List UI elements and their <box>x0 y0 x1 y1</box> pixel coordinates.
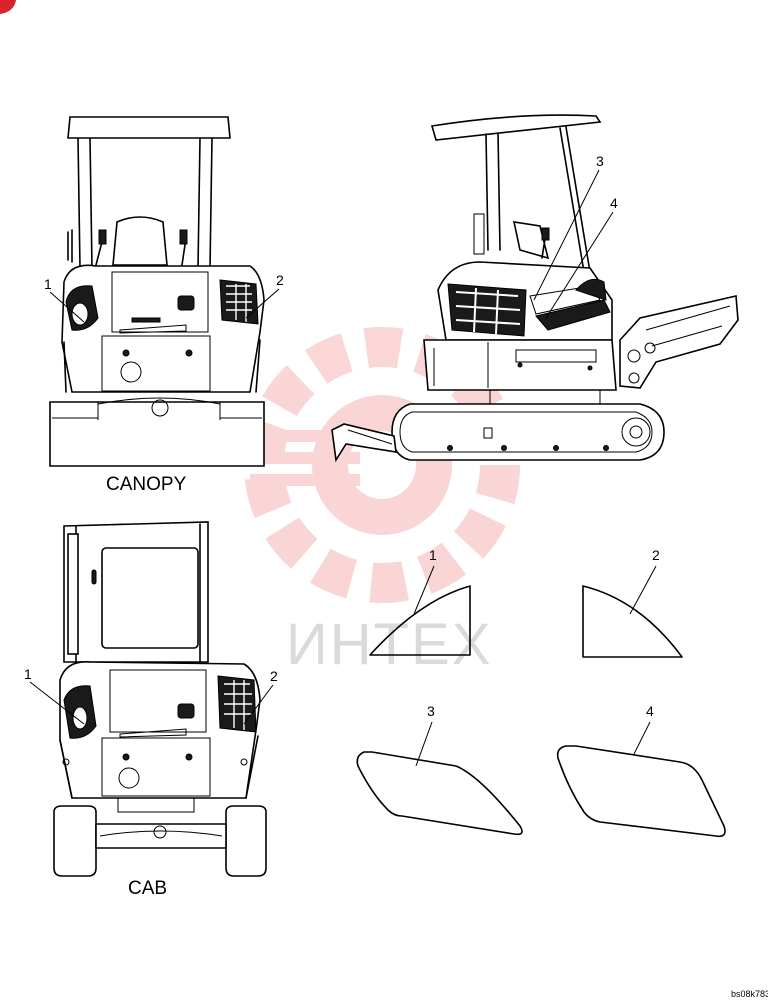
cab-leader-1 <box>29 681 85 725</box>
decal-3-number: 3 <box>427 703 435 719</box>
decal-4-leader <box>633 721 651 755</box>
cab-callout-1: 1 <box>24 666 32 682</box>
side-callout-3: 3 <box>596 153 604 169</box>
decal-4-number: 4 <box>646 703 654 719</box>
canopy-leader-2 <box>245 288 280 319</box>
side-leader-3 <box>533 169 600 301</box>
canopy-callout-2: 2 <box>276 272 284 288</box>
decal-2-number: 2 <box>652 547 660 563</box>
decal-3-shape <box>356 751 523 836</box>
cab-rear-view <box>53 521 267 877</box>
drawing-code: bs08k783 <box>731 989 768 999</box>
decal-2-leader <box>629 565 657 615</box>
decal-2-shape <box>582 585 683 658</box>
decal-1-shape <box>369 585 471 656</box>
side-callout-4: 4 <box>610 195 618 211</box>
corner-mark <box>0 0 16 14</box>
cab-callout-2: 2 <box>270 668 278 684</box>
canopy-rear-view <box>49 116 265 467</box>
side-leader-4 <box>545 211 614 319</box>
cab-caption: CAB <box>128 878 167 899</box>
canopy-grille <box>219 279 259 325</box>
decal-1-number: 1 <box>429 547 437 563</box>
canopy-leader-1 <box>49 291 85 323</box>
cab-leader-2 <box>243 684 274 725</box>
decal-1-leader <box>413 565 435 615</box>
side-grille <box>447 283 527 337</box>
side-view <box>331 114 739 463</box>
canopy-callout-1: 1 <box>44 276 52 292</box>
watermark-text: ИНТЕХ <box>286 612 492 677</box>
decal-3-leader <box>415 721 433 767</box>
cab-grille <box>217 675 257 733</box>
canopy-caption: CANOPY <box>106 474 187 495</box>
decal-4-shape <box>556 745 726 838</box>
